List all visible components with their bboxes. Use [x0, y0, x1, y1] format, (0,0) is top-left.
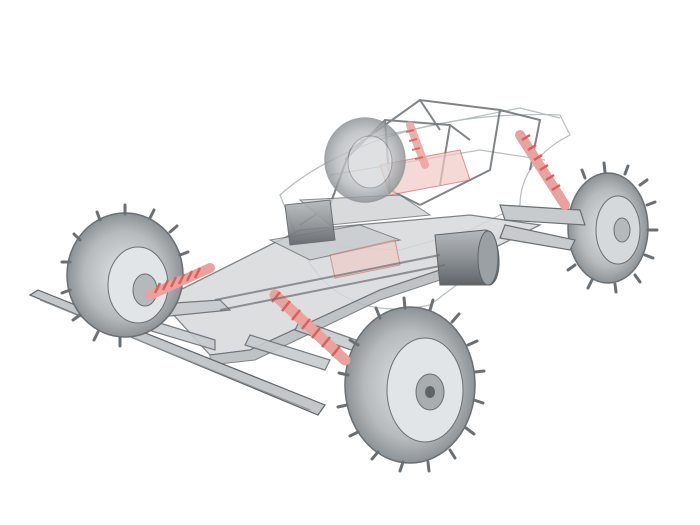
rear-left-wheel — [324, 117, 406, 203]
front-left-shock — [145, 263, 215, 300]
rear-right-arm — [499, 204, 586, 251]
front-right-shock — [269, 289, 351, 366]
drive-shaft — [214, 254, 446, 311]
rear-left-shock — [405, 121, 429, 169]
shock-absorbers — [145, 121, 570, 366]
front-right-wheel — [336, 296, 486, 473]
rear-right-wheel — [566, 161, 659, 294]
front-left-wheel — [60, 203, 190, 348]
rear-right-shock — [515, 130, 570, 210]
